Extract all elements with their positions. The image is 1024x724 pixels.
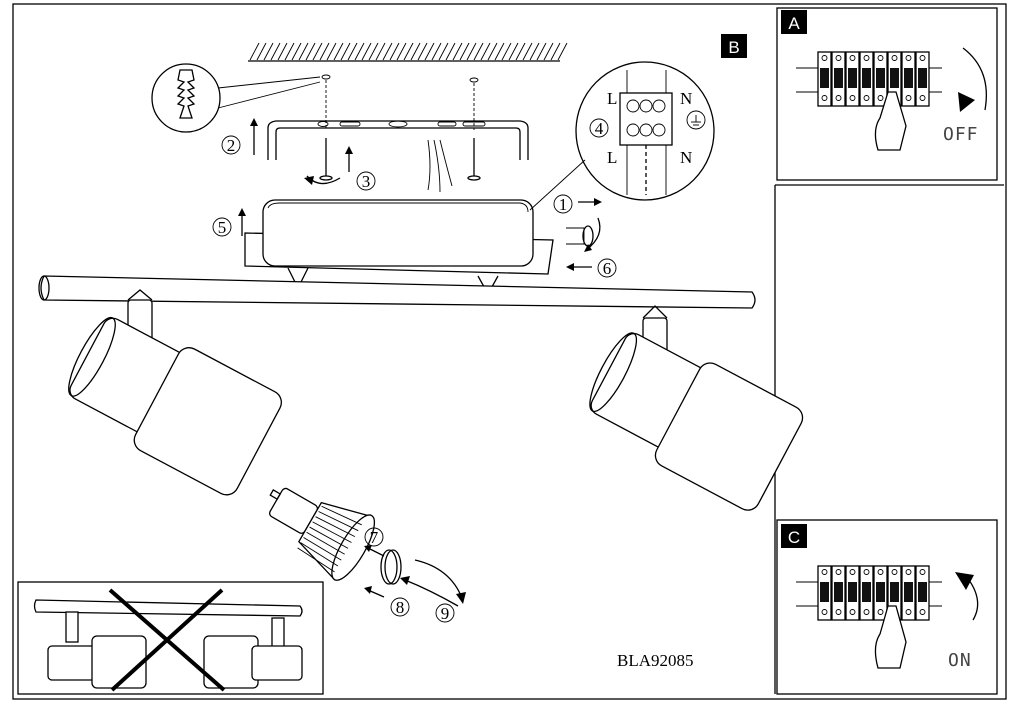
panel-c-badge: C — [781, 524, 807, 548]
step-1: 1 — [559, 195, 568, 214]
step-4: 4 — [595, 119, 604, 138]
wire-label-l-top: L — [607, 89, 617, 108]
motion-arrows — [238, 118, 602, 607]
spotlight-right — [589, 305, 804, 511]
panel-a-badge: A — [781, 10, 807, 34]
wire-label-n-bottom: N — [680, 148, 692, 167]
outer-frame — [12, 3, 1007, 700]
model-code: BLA92085 — [617, 651, 694, 670]
step-2: 2 — [227, 136, 236, 155]
breaker-state-off: OFF — [943, 124, 979, 145]
screw-right — [467, 138, 481, 181]
gu10-lamp — [269, 487, 376, 581]
step-6: 6 — [603, 259, 612, 278]
step-3: 3 — [362, 172, 371, 191]
incorrect-mount-frame — [17, 581, 324, 695]
panel-a-frame — [776, 7, 998, 181]
svg-text:B: B — [728, 38, 739, 57]
step-9: 9 — [441, 604, 450, 623]
canopy-box — [244, 199, 554, 296]
svg-text:A: A — [788, 14, 800, 33]
screw-left — [319, 138, 333, 181]
step-8: 8 — [396, 598, 405, 617]
svg-text:C: C — [788, 528, 800, 547]
side-screw — [566, 225, 594, 247]
breaker-panel-on: ON — [796, 565, 979, 671]
step-5: 5 — [218, 218, 227, 237]
wire-label-n-top: N — [680, 89, 692, 108]
panel-c-frame — [776, 519, 998, 695]
spotlight-bar — [38, 275, 756, 309]
step-7: 7 — [370, 528, 379, 547]
panel-b-badge: B — [721, 34, 747, 58]
terminal-block-detail: L N L N — [529, 61, 715, 211]
incorrect-mount-illustration — [33, 588, 303, 692]
ceiling-hatch — [248, 42, 568, 62]
breaker-panel-off: OFF — [796, 47, 987, 151]
breaker-state-on: ON — [948, 650, 972, 671]
mounting-bracket — [267, 120, 529, 160]
wall-plug-detail — [151, 63, 321, 133]
wire-label-l-bottom: L — [607, 148, 617, 167]
retaining-ring — [380, 549, 398, 585]
spotlight-left — [68, 289, 282, 496]
step-labels: 1 2 3 4 5 6 7 8 9 — [212, 118, 617, 623]
